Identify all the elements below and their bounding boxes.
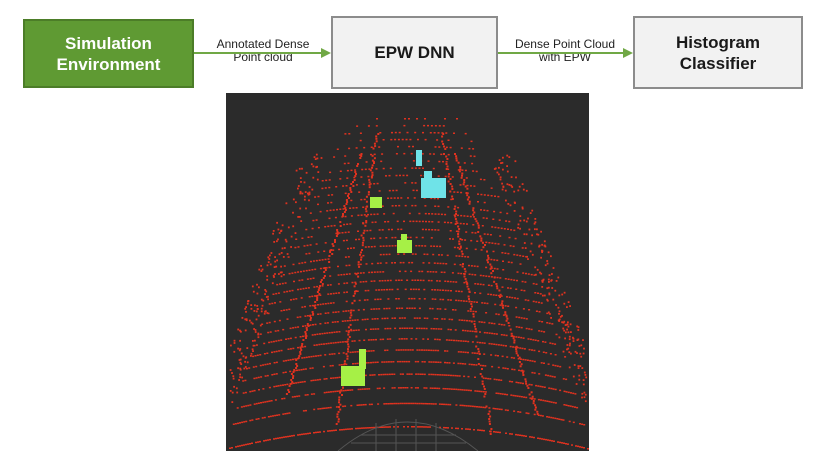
simulation-environment-box: Simulation Environment [23, 19, 194, 88]
classifier-label-line2: Classifier [679, 53, 757, 73]
object-green-far [370, 197, 382, 208]
point-cloud-visualization [226, 93, 589, 452]
arrow1-label-line1: Annotated Dense [216, 37, 310, 51]
object-green-mid [397, 234, 412, 253]
arrow-epw-to-classifier [498, 48, 633, 58]
histogram-classifier-box: Histogram Classifier [633, 16, 803, 89]
arrow-sim-to-epw [194, 48, 331, 58]
sensor-grid [337, 419, 479, 452]
simulation-label-line2: Environment [56, 54, 161, 74]
point-cloud-image [229, 118, 589, 452]
ground-points [229, 118, 589, 450]
object-cyan-car [421, 171, 446, 198]
object-cyan-far [416, 150, 422, 166]
classifier-label-line1: Histogram [675, 32, 761, 52]
simulation-label-line1: Simulation [65, 33, 152, 53]
epw-dnn-label: EPW DNN [374, 43, 455, 62]
object-green-near [341, 349, 366, 386]
pipeline-arrows [194, 48, 633, 58]
arrow2-label-line1: Dense Point Cloud [514, 37, 616, 51]
epw-dnn-box: EPW DNN [331, 16, 498, 89]
